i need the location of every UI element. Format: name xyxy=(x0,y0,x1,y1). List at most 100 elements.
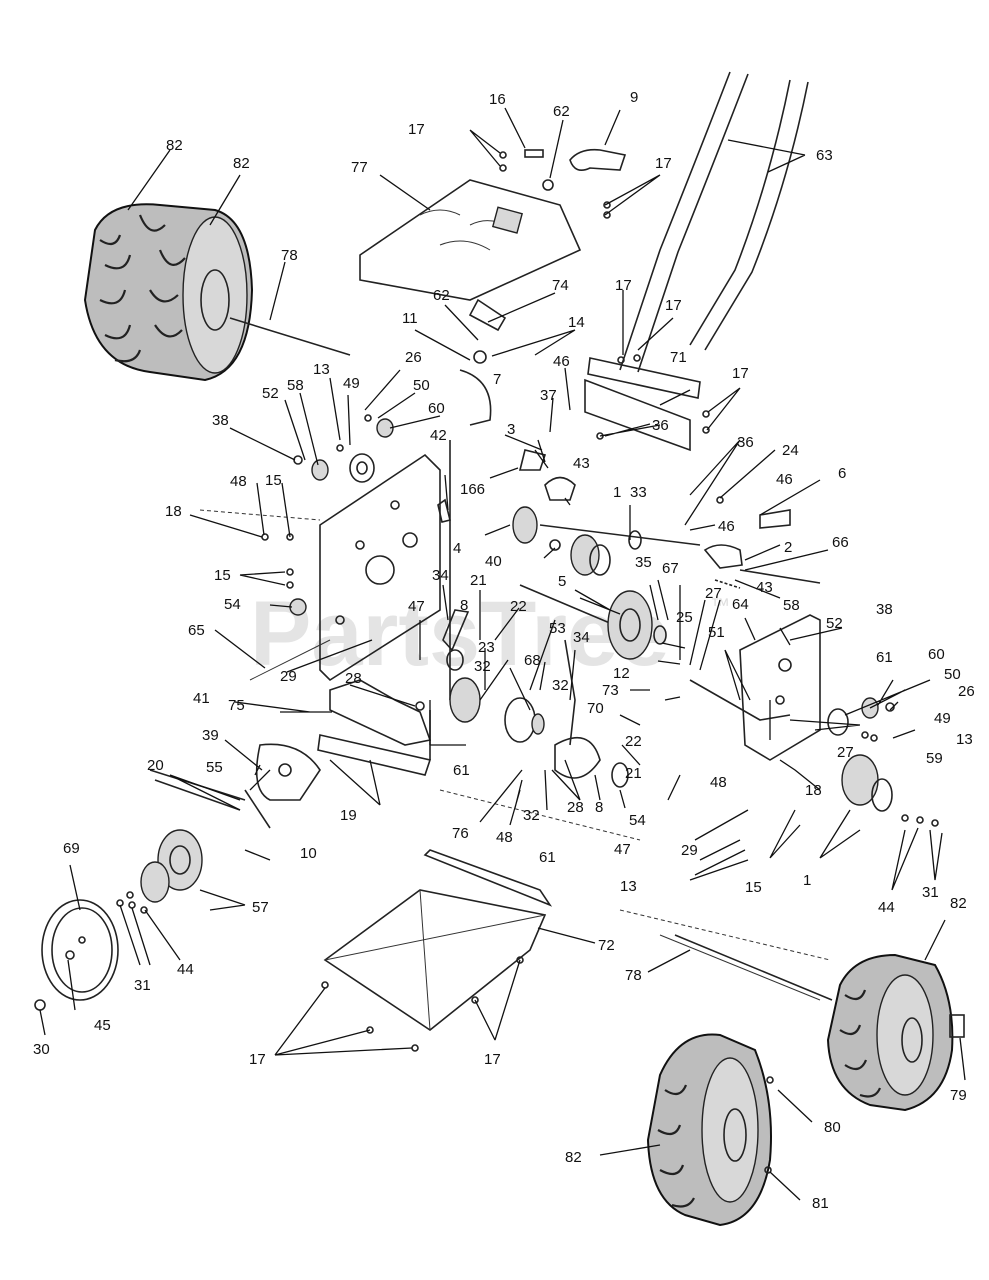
axle-lower xyxy=(674,934,833,1001)
callout: 39 xyxy=(202,727,219,744)
callout: 51 xyxy=(708,624,725,641)
callout: 44 xyxy=(177,961,194,978)
bottom-plate xyxy=(321,849,553,1052)
callout: 54 xyxy=(629,812,646,829)
callout: 17 xyxy=(732,365,749,382)
callout: 78 xyxy=(625,967,642,984)
callout: 21 xyxy=(470,572,487,589)
shift-rod-assembly xyxy=(449,298,507,700)
tire-front-left xyxy=(646,1033,774,1227)
center-gears xyxy=(512,449,701,576)
left-hardware xyxy=(261,414,451,616)
left-side-plate xyxy=(319,453,441,682)
callout: 76 xyxy=(452,825,469,842)
callout: 72 xyxy=(598,937,615,954)
chain-sprockets xyxy=(442,609,629,788)
callout: 17 xyxy=(615,277,632,294)
callout: 28 xyxy=(567,799,584,816)
callout: 52 xyxy=(826,615,843,632)
callout: 1 xyxy=(803,872,811,889)
left-hub xyxy=(116,829,203,914)
drive-disc xyxy=(519,584,667,660)
callout: 62 xyxy=(553,103,570,120)
callout: 12 xyxy=(613,665,630,682)
callout: 32 xyxy=(552,677,569,694)
leader-lines xyxy=(39,107,966,1201)
callout: 27 xyxy=(705,585,722,602)
callout: 70 xyxy=(587,700,604,717)
callout: 32 xyxy=(474,658,491,675)
wheel-disc xyxy=(34,899,119,1011)
callout: 1 xyxy=(613,484,621,501)
top-small-parts xyxy=(499,148,627,219)
callout: 47 xyxy=(408,598,425,615)
callout: 82 xyxy=(565,1149,582,1166)
axle-upper xyxy=(229,317,351,356)
right-upper-parts xyxy=(596,432,821,589)
callout: 78 xyxy=(281,247,298,264)
callout: 38 xyxy=(212,412,229,429)
lower-left-assembly xyxy=(317,679,432,776)
handle-bars xyxy=(619,71,809,373)
callout: 58 xyxy=(287,377,304,394)
callout: 47 xyxy=(614,841,631,858)
right-hardware xyxy=(827,697,895,742)
callout: 48 xyxy=(496,829,513,846)
callout: 48 xyxy=(230,473,247,490)
callout: 31 xyxy=(922,884,939,901)
callout: 43 xyxy=(756,579,773,596)
callout: 46 xyxy=(718,518,735,535)
callout: 14 xyxy=(568,314,585,331)
callout: 43 xyxy=(573,455,590,472)
callout: 35 xyxy=(635,554,652,571)
callout: 17 xyxy=(665,297,682,314)
callout: 55 xyxy=(206,759,223,776)
callout: 71 xyxy=(670,349,687,366)
callout: 37 xyxy=(540,387,557,404)
callout: 77 xyxy=(351,159,368,176)
callout: 32 xyxy=(523,807,540,824)
callout: 22 xyxy=(625,733,642,750)
callout: 38 xyxy=(876,601,893,618)
tire-front-right xyxy=(826,953,965,1112)
callout: 20 xyxy=(147,757,164,774)
callout: 42 xyxy=(430,427,447,444)
callout: 46 xyxy=(776,471,793,488)
callout: 36 xyxy=(737,434,754,451)
callout: 2 xyxy=(784,539,792,556)
callout: 60 xyxy=(928,646,945,663)
callout: 29 xyxy=(681,842,698,859)
callout: 53 xyxy=(549,620,566,637)
callout: 41 xyxy=(193,690,210,707)
fan-assembly xyxy=(149,743,321,829)
callout: 40 xyxy=(485,553,502,570)
callout: 11 xyxy=(402,310,418,327)
callout: 61 xyxy=(539,849,556,866)
callout: 28 xyxy=(345,670,362,687)
right-hub xyxy=(841,754,939,827)
callout: 59 xyxy=(926,750,943,767)
callout: 21 xyxy=(625,765,642,782)
callout: 22 xyxy=(510,598,527,615)
callout: 18 xyxy=(805,782,822,799)
callout: 29 xyxy=(280,668,297,685)
callout: 49 xyxy=(934,710,951,727)
callout: 61 xyxy=(453,762,470,779)
callout: 67 xyxy=(662,560,679,577)
callout: 81 xyxy=(812,1195,829,1212)
callout: 19 xyxy=(340,807,357,824)
tire-rear-left xyxy=(83,203,254,382)
callout: 34 xyxy=(432,567,449,584)
callout: 48 xyxy=(710,774,727,791)
callout: 82 xyxy=(233,155,250,172)
callout: 18 xyxy=(165,503,182,520)
callout: 63 xyxy=(816,147,833,164)
callout: 49 xyxy=(343,375,360,392)
callout: 64 xyxy=(732,596,749,613)
callout: 8 xyxy=(460,597,468,614)
callout: 61 xyxy=(876,649,893,666)
callout: 79 xyxy=(950,1087,967,1104)
callout: 24 xyxy=(782,442,799,459)
callout: 30 xyxy=(33,1041,50,1058)
